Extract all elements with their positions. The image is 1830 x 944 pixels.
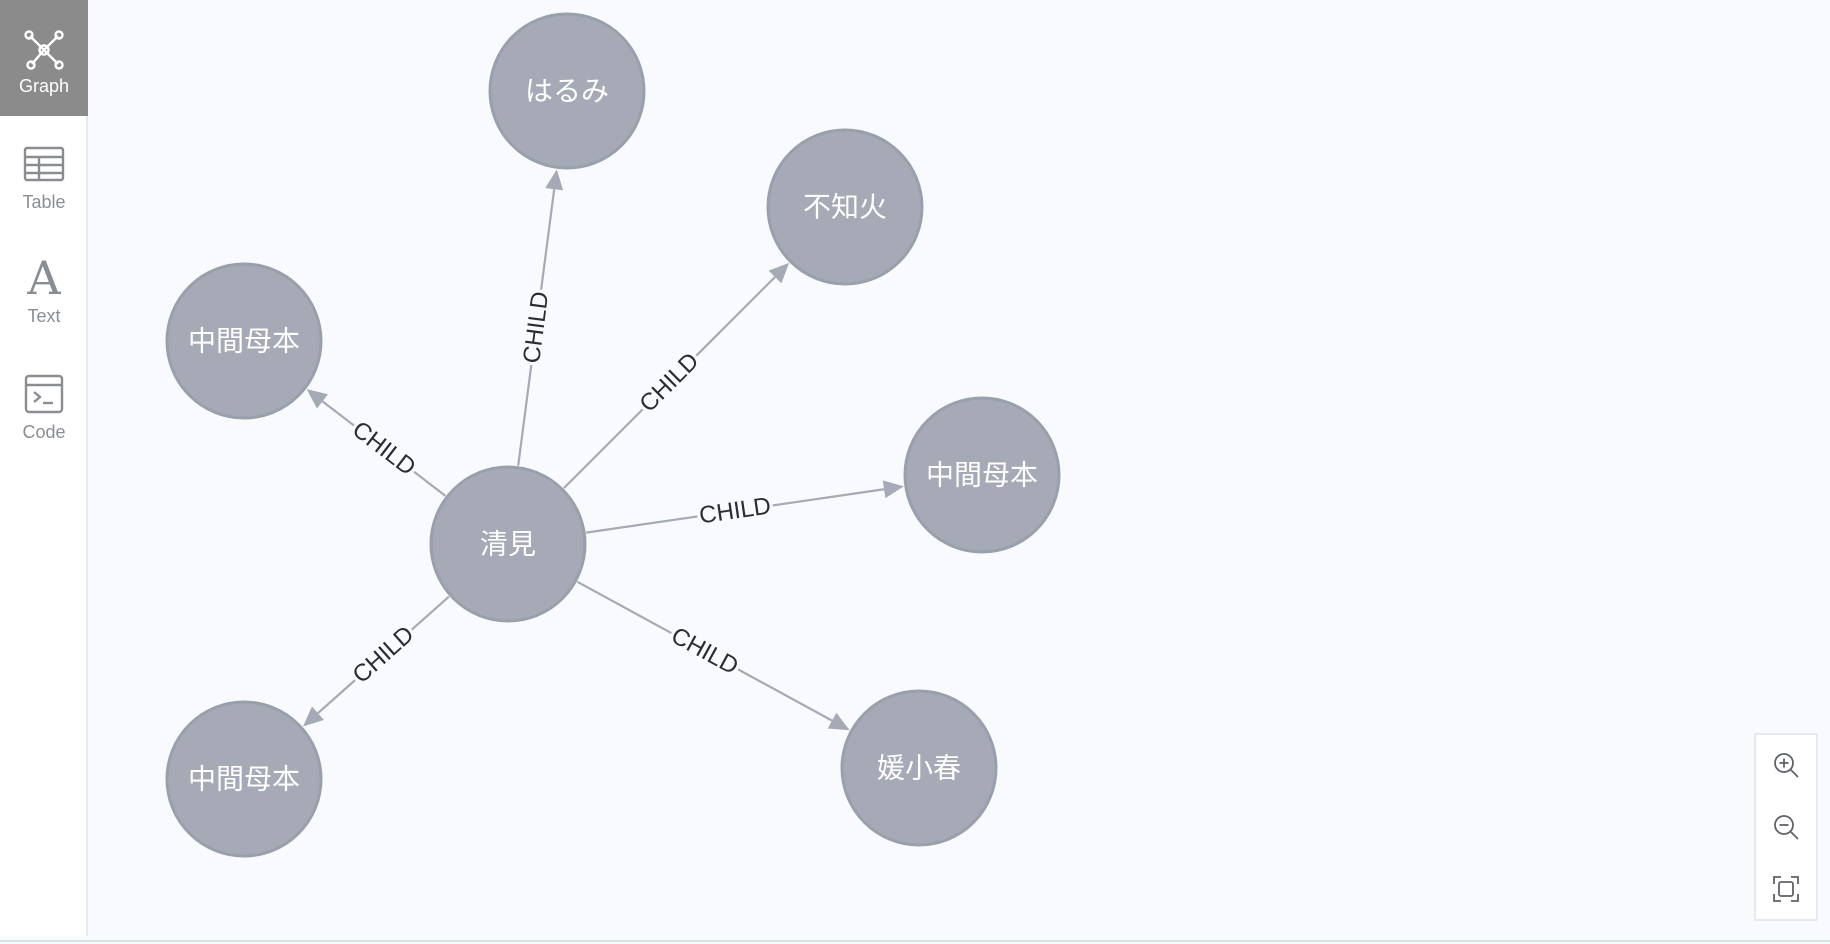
zoom-in-icon (1774, 753, 1799, 778)
edge-arrowhead (768, 262, 790, 284)
text-icon: A (27, 251, 61, 305)
edge-label: CHILD (634, 348, 704, 418)
node-circle[interactable] (488, 12, 646, 170)
edge-line (576, 580, 672, 634)
edge-line (695, 276, 776, 357)
edge-arrowhead (882, 480, 904, 499)
graph-node-n5[interactable]: 中間母本 (165, 700, 323, 858)
graph-canvas[interactable]: CHILD CHILD CHILD CHILD CHILD CHILD 清見 はるみ不知火中… (90, 0, 1830, 936)
sidebar-item-graph[interactable]: Graph (0, 0, 88, 116)
graph-node-n3[interactable]: 中間母本 (165, 262, 323, 420)
edge-line (586, 515, 698, 534)
graph-icon (24, 30, 64, 70)
zoom-out-button[interactable] (1756, 797, 1816, 857)
graph-node-n6[interactable]: 媛小春 (840, 689, 998, 847)
sidebar-item-code[interactable]: Code (0, 346, 88, 462)
zoom-controls (1754, 733, 1818, 921)
edge-arrowhead (545, 169, 564, 191)
relationship-edge[interactable]: CHILD (517, 169, 564, 466)
node-circle[interactable] (840, 689, 998, 847)
edge-line (413, 470, 447, 497)
relationship-edge[interactable]: CHILD (306, 389, 447, 497)
node-circle[interactable] (429, 465, 587, 623)
edge-arrowhead (306, 389, 328, 409)
node-circle[interactable] (766, 128, 924, 286)
edge-label: CHILD (698, 492, 773, 529)
graph-node-n2[interactable]: 不知火 (766, 128, 924, 286)
edge-line (321, 400, 355, 427)
edge-label: CHILD (518, 290, 554, 365)
table-icon (23, 146, 65, 182)
sidebar-item-label: Text (27, 306, 61, 326)
node-circle[interactable] (165, 700, 323, 858)
sidebar-item-text[interactable]: A Text (0, 230, 88, 346)
sidebar-item-label: Table (22, 192, 66, 212)
node-circle[interactable] (903, 396, 1061, 554)
relationship-edge[interactable]: CHILD (586, 480, 904, 534)
graph-svg[interactable]: CHILD CHILD CHILD CHILD CHILD CHILD 清見 はるみ不知火中… (90, 0, 1830, 936)
zoom-in-button[interactable] (1756, 735, 1816, 795)
edge-line (540, 189, 556, 290)
sidebar-item-label: Graph (18, 76, 70, 96)
relationship-edge[interactable]: CHILD (303, 595, 450, 727)
edge-line (772, 488, 885, 507)
edge-line (517, 364, 533, 466)
edge-line (411, 595, 450, 631)
code-icon (24, 374, 64, 414)
edge-arrowhead (827, 712, 850, 731)
edge-label: CHILD (667, 622, 743, 680)
fit-to-screen-button[interactable] (1756, 859, 1816, 919)
sidebar-item-table[interactable]: Table (0, 116, 88, 232)
graph-node-n1[interactable]: はるみ (488, 12, 646, 170)
edge-line (563, 408, 644, 489)
relationship-edge[interactable]: CHILD (576, 580, 850, 731)
edge-line (737, 668, 833, 722)
graph-node-center[interactable]: 清見 (429, 465, 587, 623)
edge-label: CHILD (348, 621, 420, 689)
sidebar-item-label: Code (22, 422, 66, 442)
edge-line (317, 679, 356, 714)
fit-to-screen-icon (1773, 876, 1799, 902)
relationship-edge[interactable]: CHILD (563, 262, 790, 489)
bottom-border (0, 940, 1830, 942)
view-mode-sidebar: Graph Table A Text (0, 0, 88, 936)
zoom-out-icon (1774, 815, 1799, 840)
edge-label: CHILD (347, 416, 421, 481)
node-circle[interactable] (165, 262, 323, 420)
graph-node-n4[interactable]: 中間母本 (903, 396, 1061, 554)
nodes-layer: 清見はるみ不知火中間母本中間母本中間母本媛小春 (165, 12, 1061, 858)
edge-arrowhead (303, 706, 324, 727)
